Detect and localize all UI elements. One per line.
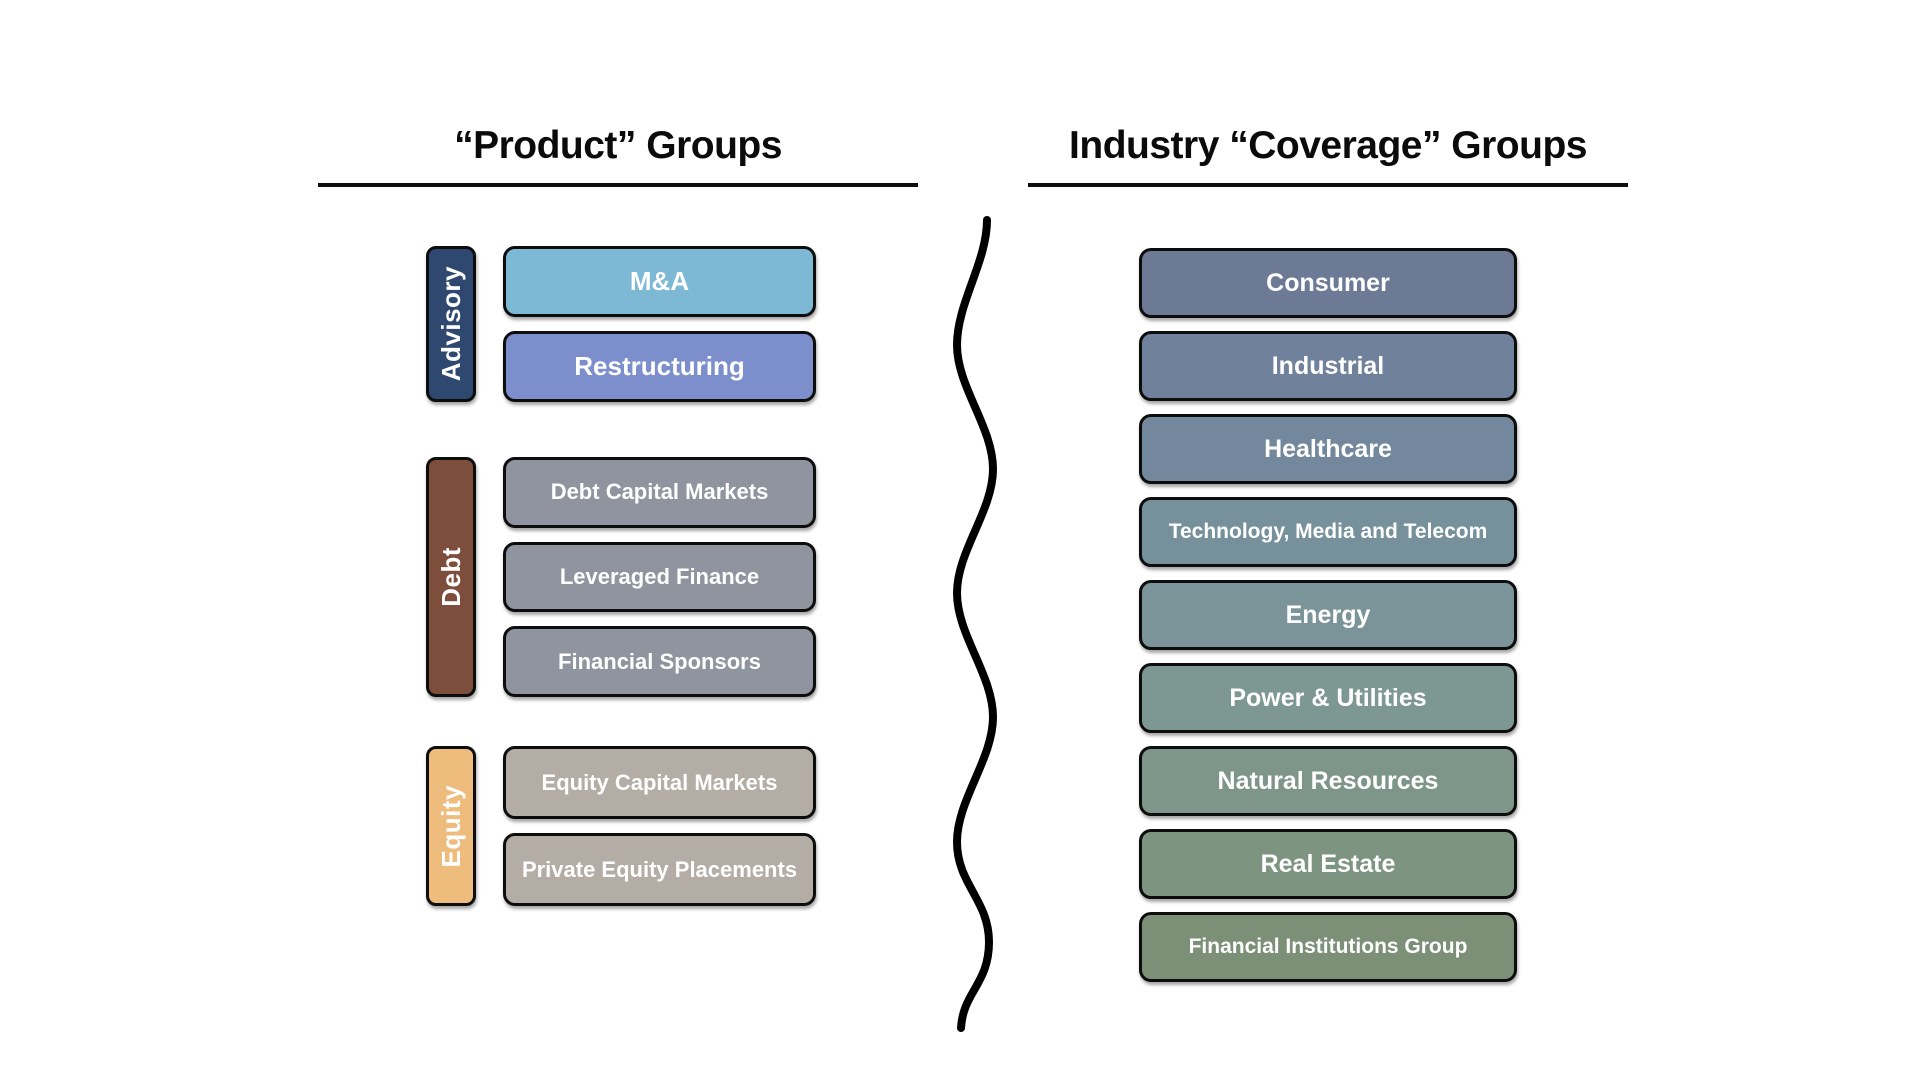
coverage-box-label: Natural Resources xyxy=(1217,766,1439,795)
coverage-box-label: Real Estate xyxy=(1260,849,1396,878)
coverage-box-label: Financial Institutions Group xyxy=(1188,935,1468,958)
coverage-groups-title: Industry “Coverage” Groups xyxy=(1069,124,1587,167)
product-box-label: M&A xyxy=(629,266,690,296)
coverage-box: Industrial xyxy=(1139,331,1517,401)
group-label-text: Advisory xyxy=(435,266,466,382)
product-box-label: Private Equity Placements xyxy=(521,856,798,882)
coverage-box: Natural Resources xyxy=(1139,746,1517,816)
product-box: Financial Sponsors xyxy=(503,626,816,698)
coverage-box-label: Technology, Media and Telecom xyxy=(1168,520,1488,543)
wavy-divider-line xyxy=(952,216,998,1032)
product-box: Debt Capital Markets xyxy=(503,457,816,528)
product-box-label: Debt Capital Markets xyxy=(550,479,769,505)
product-box: Restructuring xyxy=(503,331,816,402)
coverage-box: Energy xyxy=(1139,580,1517,650)
coverage-box-label: Power & Utilities xyxy=(1229,683,1427,712)
coverage-box: Real Estate xyxy=(1139,829,1517,899)
coverage-box: Healthcare xyxy=(1139,414,1517,484)
coverage-box: Consumer xyxy=(1139,248,1517,318)
group-label-advisory: Advisory xyxy=(426,246,476,402)
group-boxes-advisory: M&A Restructuring xyxy=(503,246,816,402)
coverage-box-label: Healthcare xyxy=(1264,434,1392,463)
product-groups-title: “Product” Groups xyxy=(454,124,782,167)
coverage-box: Financial Institutions Group xyxy=(1139,912,1517,982)
product-box: Equity Capital Markets xyxy=(503,746,816,819)
product-box-label: Equity Capital Markets xyxy=(541,769,778,795)
product-box-label: Leveraged Finance xyxy=(559,564,760,589)
coverage-box: Power & Utilities xyxy=(1139,663,1517,733)
group-label-equity: Equity xyxy=(426,746,476,906)
product-box: Leveraged Finance xyxy=(503,541,816,613)
product-group-advisory: Advisory M&A Restructuring xyxy=(426,246,816,402)
coverage-groups-title-block: Industry “Coverage” Groups xyxy=(1028,124,1628,187)
product-box-label: Restructuring xyxy=(574,351,745,381)
product-groups-title-block: “Product” Groups xyxy=(318,124,918,187)
product-box-label: Financial Sponsors xyxy=(558,648,761,674)
coverage-box-label: Energy xyxy=(1285,600,1371,629)
coverage-box-label: Industrial xyxy=(1271,351,1385,380)
coverage-box-label: Consumer xyxy=(1266,268,1390,297)
product-box: Private Equity Placements xyxy=(503,833,816,906)
group-label-text: Debt xyxy=(435,547,466,607)
product-box: M&A xyxy=(503,246,816,317)
group-label-text: Equity xyxy=(435,784,466,868)
group-label-debt: Debt xyxy=(426,457,476,697)
coverage-box: Technology, Media and Telecom xyxy=(1139,497,1517,567)
